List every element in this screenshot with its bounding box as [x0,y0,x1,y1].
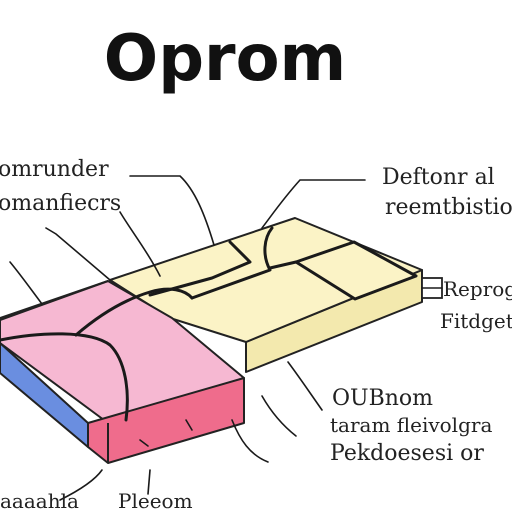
leader-bottom-right-3 [231,419,269,463]
label-bottom-center: Pleeom [118,489,193,512]
cream-inner-seam-3 [268,260,298,270]
pink-cream-seam [74,287,194,337]
leader-front-mark-2 [185,419,193,431]
leader-bottom-right-1 [287,361,323,411]
label-top-right-2: reemtbistioe [385,195,512,220]
leader-front-mark [139,439,149,447]
label-mid-right-1: Reprogrs [443,277,512,301]
diagram-title: Oprom [104,22,346,96]
leader-top-right-1 [261,179,366,229]
label-top-right-1: Deftonr al [382,165,495,190]
leader-bottom-right-2 [261,395,297,437]
cream-inner-seam-1 [148,240,252,297]
pink-top-edge [0,280,109,321]
pink-dome-seam [0,332,129,422]
leader-top-left-2 [119,211,161,277]
cream-raised-block [294,240,418,301]
label-top-left-1: omrunder [0,157,109,182]
leader-top-left-4 [9,261,43,305]
label-top-left-2: omanfiecrs [0,191,121,216]
leader-bottom-left [59,469,103,501]
label-bottom-right-1: OUBnom [332,386,433,411]
label-bottom-right-2: taram fleivolgra [330,413,492,437]
label-bottom-left: aaaahla [0,489,79,512]
leader-top-left-3 [45,227,111,281]
leader-top-left-1 [129,175,215,246]
leader-bottom-center [147,469,151,495]
label-mid-right-2: Fitdgets [440,309,512,333]
label-bottom-right-3: Pekdoesesi or [330,441,484,466]
pink-slab-front [87,377,245,464]
cream-inner-seam-2 [190,226,274,300]
